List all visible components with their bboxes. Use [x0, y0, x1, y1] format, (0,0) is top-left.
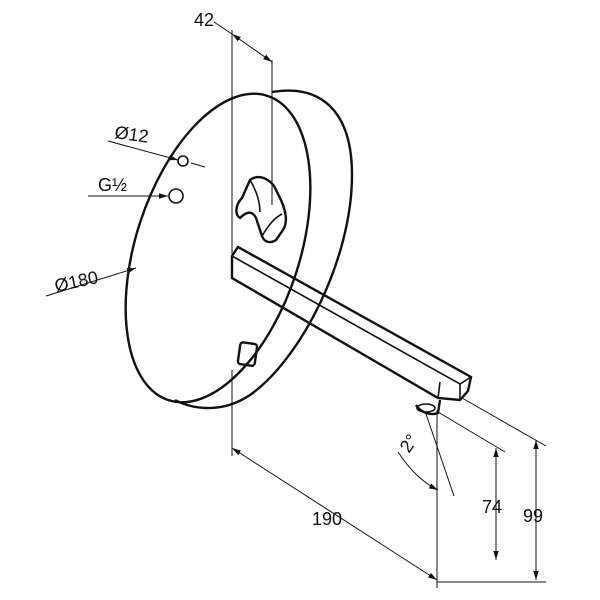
wall-plate: [124, 89, 354, 410]
dim-angle: [397, 413, 455, 497]
dim-190: [231, 370, 438, 588]
dim-190-label: 190: [312, 509, 342, 529]
dim-heights: [437, 397, 547, 583]
dim-plate-diameter-label: Ø180: [53, 267, 100, 296]
dim-thread-label: G½: [98, 175, 127, 195]
spout: [230, 245, 473, 416]
dim-angle-label: 2°: [396, 431, 422, 457]
dim-42-label: 42: [194, 10, 214, 30]
dim-99-label: 99: [523, 506, 543, 526]
plate-front-face: [124, 92, 312, 404]
dim-small-hole-label: Ø12: [113, 122, 149, 147]
thread-hole: [168, 188, 184, 204]
small-hole-upper: [177, 155, 189, 167]
sensor-window: [236, 341, 259, 367]
lever-handle: [235, 175, 288, 244]
dim-small-hole: [107, 140, 206, 168]
dim-plate-diameter: [45, 267, 137, 297]
dim-42: [213, 21, 273, 254]
dim-74-label: 74: [482, 497, 502, 517]
